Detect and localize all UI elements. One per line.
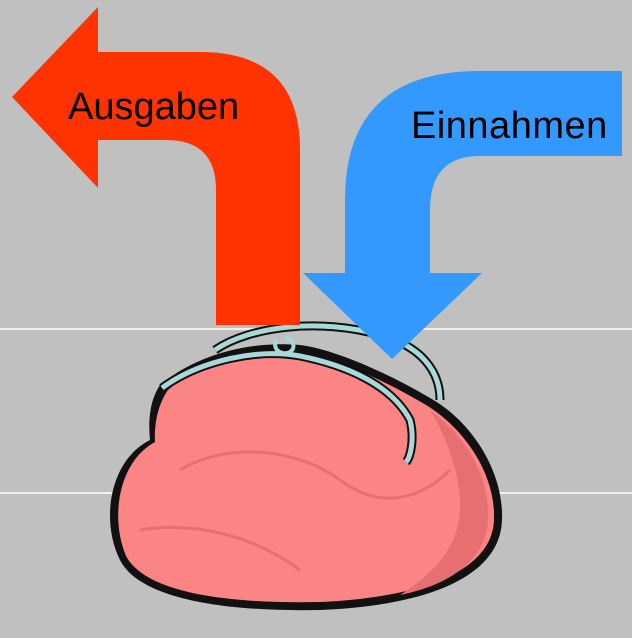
coin-purse-icon — [110, 321, 503, 611]
expenses-arrow — [12, 7, 300, 325]
income-arrow — [303, 71, 622, 359]
purse-shadow — [400, 410, 489, 595]
purse-clasp-inner — [160, 351, 415, 464]
purse-knob — [273, 336, 296, 356]
expenses-label: Ausgaben — [68, 86, 240, 128]
income-label: Einnahmen — [411, 105, 608, 147]
purse-body — [118, 352, 495, 603]
purse-fold-lower — [139, 525, 301, 572]
purse-fold — [179, 450, 452, 500]
